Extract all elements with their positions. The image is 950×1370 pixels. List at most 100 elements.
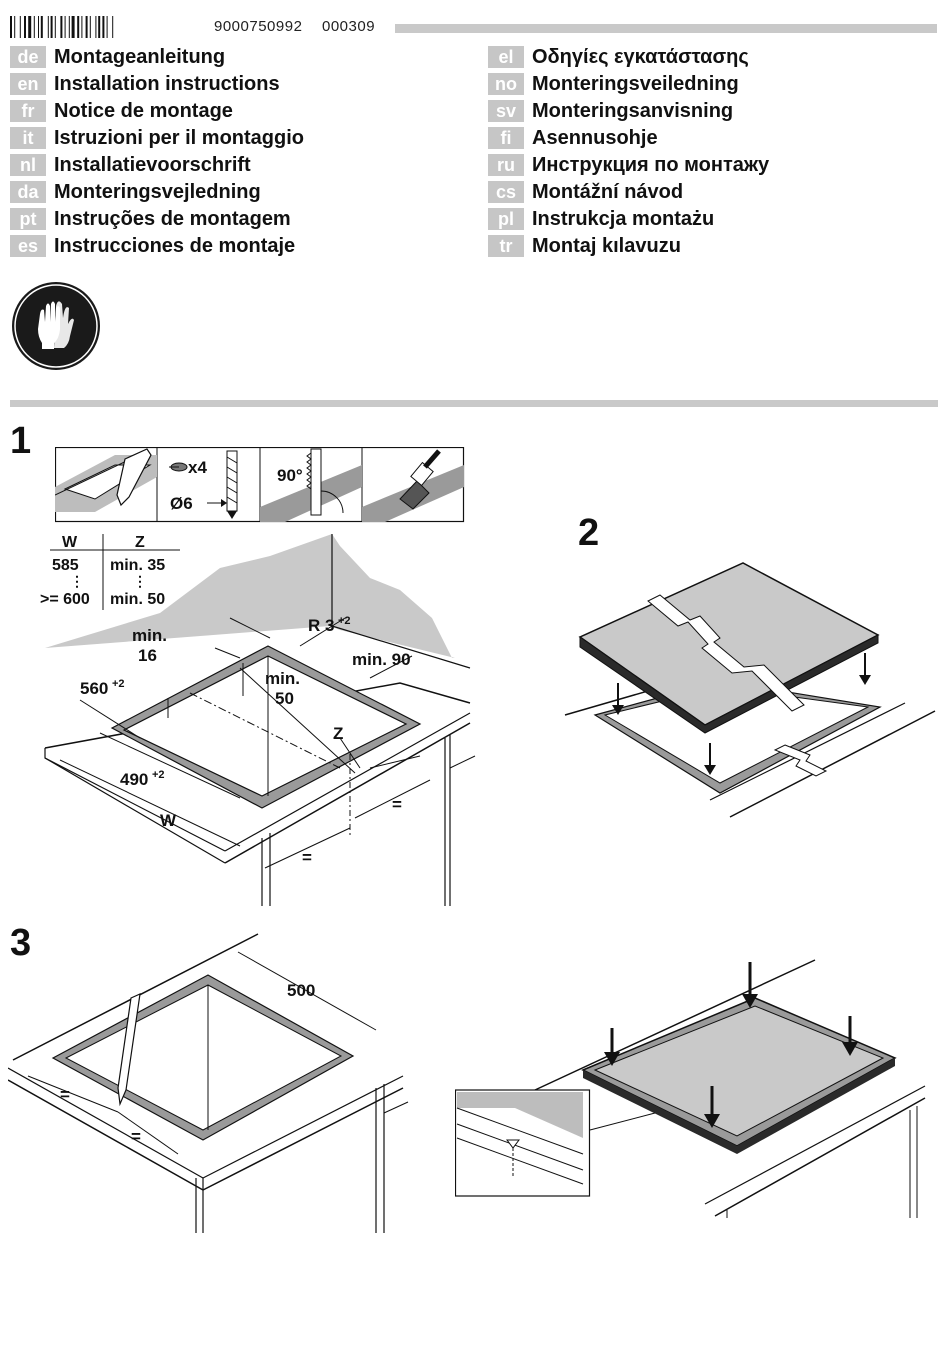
angle-label: 90° — [277, 466, 303, 485]
gloves-icon — [12, 282, 100, 370]
language-title: Instruções de montagem — [54, 207, 291, 230]
language-code: fr — [10, 100, 46, 122]
down-arrow-icon — [612, 683, 624, 715]
barcode-bar — [77, 16, 80, 38]
language-title: Montážní návod — [532, 180, 684, 203]
language-item: es Instrucciones de montaje — [10, 234, 295, 258]
step-1-dimension-labels: R 3 +2 min. 16 min. 90 560 +2 min. 50 Z … — [80, 615, 411, 867]
step-3-hob-placement-diagram — [455, 959, 926, 1218]
language-title: Monteringsveiledning — [532, 72, 739, 95]
barcode-bar — [89, 16, 91, 38]
barcode-bar — [19, 16, 21, 38]
svg-text:⋮: ⋮ — [133, 573, 147, 589]
w-label: W — [160, 811, 177, 830]
barcode-bar — [28, 16, 32, 38]
barcode-bar — [95, 16, 97, 38]
language-title: Montageanleitung — [54, 45, 226, 68]
language-item: de Montageanleitung — [10, 45, 225, 69]
table-header-w: W — [62, 534, 78, 551]
barcode-bar — [85, 16, 88, 38]
down-arrow-icon — [704, 743, 716, 775]
min90-label: min. 90 — [352, 650, 411, 669]
language-code: nl — [10, 154, 46, 176]
language-title: Istruzioni per il montaggio — [54, 126, 304, 149]
language-item: nl Installatievoorschrift — [10, 153, 251, 177]
language-code: fi — [488, 127, 524, 149]
min16-label-b: 16 — [138, 646, 157, 665]
language-code: cs — [488, 181, 524, 203]
step-2-hob-insertion-diagram — [564, 562, 936, 818]
barcode-bar — [106, 16, 108, 38]
language-code: de — [10, 46, 46, 68]
language-code: no — [488, 73, 524, 95]
barcode-bar — [33, 16, 35, 38]
language-title: Monteringsvejledning — [54, 180, 261, 203]
min16-label-a: min. — [132, 626, 167, 645]
language-item: sv Monteringsanvisning — [488, 99, 733, 123]
language-code: da — [10, 181, 46, 203]
language-code: pt — [10, 208, 46, 230]
pencil-icon — [117, 993, 141, 1107]
down-arrow-icon — [859, 653, 871, 685]
language-title: Notice de montage — [54, 99, 233, 122]
barcode-bar — [81, 16, 83, 38]
barcode-bar — [38, 16, 39, 38]
language-code: ru — [488, 154, 524, 176]
barcode-bar — [47, 16, 49, 38]
z-label: Z — [333, 724, 343, 743]
language-item: ru Инструкция по монтажу — [488, 153, 769, 177]
equal-label-1: = — [392, 795, 402, 814]
width-500-label: 500 — [287, 981, 315, 1000]
table-row1-w: 585 — [52, 557, 79, 574]
step-1-cutout-diagram — [44, 534, 476, 906]
radius-tolerance: +2 — [338, 615, 351, 627]
back-wall — [45, 534, 455, 658]
language-code: tr — [488, 235, 524, 257]
step-3-number: 3 — [10, 922, 32, 964]
radius-label: R 3 — [308, 616, 334, 635]
language-item: da Monteringsvejledning — [10, 180, 261, 204]
barcode-bar — [50, 16, 53, 38]
language-code: el — [488, 46, 524, 68]
barcode-bar — [24, 16, 26, 38]
marking-icon — [55, 448, 157, 512]
down-arrow-icon — [742, 962, 758, 1008]
language-item: pl Instrukcja montażu — [488, 207, 714, 231]
language-title: Инструкция по монтажу — [532, 153, 770, 176]
drill-diameter-label: Ø6 — [170, 494, 193, 513]
language-title: Instrukcja montażu — [532, 207, 715, 230]
min50-label-a: min. — [265, 669, 300, 688]
drill-count-label: x4 — [188, 458, 207, 477]
language-code: en — [10, 73, 46, 95]
language-title: Instrucciones de montaje — [54, 234, 296, 257]
saw-icon: 90° — [260, 448, 362, 522]
language-title: Monteringsanvisning — [532, 99, 734, 122]
table-header-z: Z — [135, 534, 145, 551]
language-item: fr Notice de montage — [10, 99, 233, 123]
equal-label-2: = — [131, 1127, 141, 1146]
barcode-bar — [10, 16, 12, 38]
language-title: Montaj kılavuzu — [532, 234, 681, 257]
language-title: Installatievoorschrift — [54, 153, 251, 176]
down-arrow-icon — [842, 1016, 858, 1056]
step-3-marking-diagram: 500 = = — [8, 933, 409, 1233]
width-560-label: 560 — [80, 679, 108, 698]
barcode — [10, 16, 114, 38]
language-code: sv — [488, 100, 524, 122]
barcode-bar — [40, 16, 43, 38]
language-code: es — [10, 235, 46, 257]
min50-label-b: 50 — [275, 689, 294, 708]
language-item: cs Montážní návod — [488, 180, 683, 204]
barcode-bar — [64, 16, 66, 38]
depth-490-label: 490 — [120, 770, 148, 789]
down-arrow-icon — [704, 1086, 720, 1128]
language-code: pl — [488, 208, 524, 230]
barcode-bar — [112, 16, 114, 38]
version-code: 000309 — [322, 18, 376, 35]
table-row2-w: >= 600 — [40, 591, 90, 608]
barcode-bar — [102, 16, 105, 38]
barcode-bar — [54, 16, 56, 38]
article-number: 9000750992 — [214, 18, 303, 35]
